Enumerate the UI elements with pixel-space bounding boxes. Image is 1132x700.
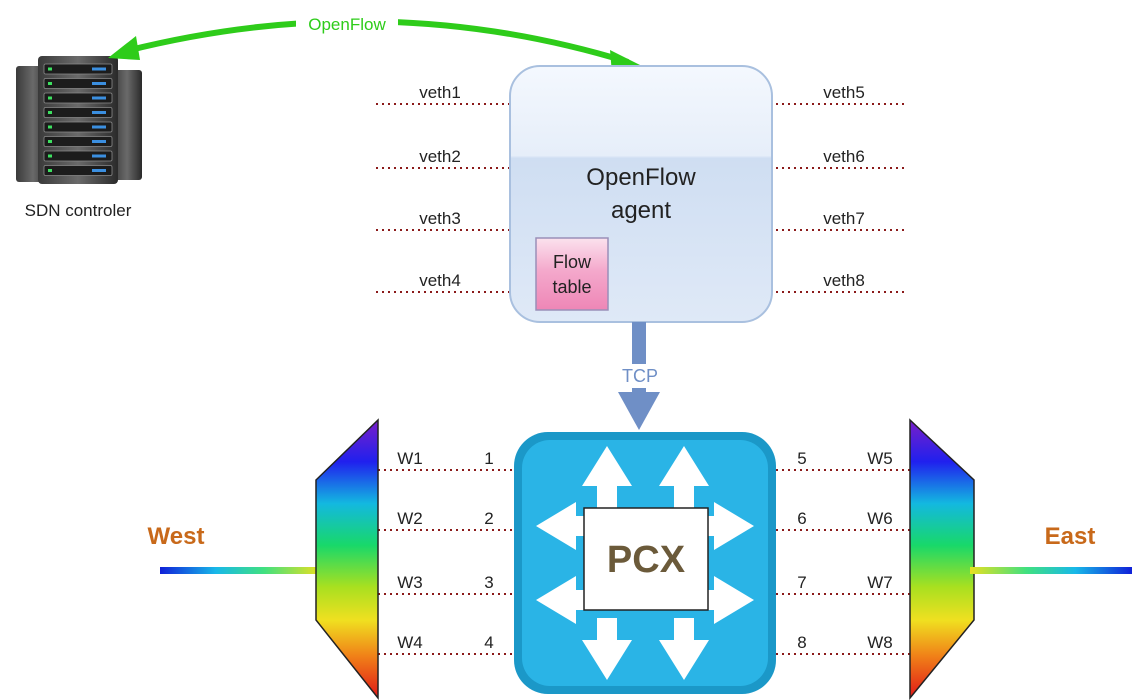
tcp-arrowhead bbox=[618, 392, 660, 430]
flow-table-label-line1: Flow bbox=[553, 252, 592, 272]
east-fiber bbox=[970, 567, 1132, 574]
west-label: West bbox=[148, 523, 205, 550]
agent-label-line1: OpenFlow bbox=[586, 164, 696, 191]
pcx-label-box bbox=[583, 507, 709, 611]
flow-table-box bbox=[535, 237, 609, 311]
wavelength-label-w1: W1 bbox=[397, 449, 423, 468]
wavelength-label-w2: W2 bbox=[397, 509, 423, 528]
flow-table-label-line2: table bbox=[552, 277, 591, 297]
wavelength-label-w5: W5 bbox=[867, 449, 893, 468]
veth-label-7: veth7 bbox=[823, 209, 865, 228]
wavelength-label-w8: W8 bbox=[867, 633, 893, 652]
east-mux-demux bbox=[909, 418, 975, 700]
server-rack-icon bbox=[16, 56, 142, 184]
tcp-label-bg bbox=[614, 364, 666, 388]
port-label-7: 7 bbox=[797, 573, 806, 592]
veth-label-1: veth1 bbox=[419, 83, 461, 102]
pcx-switch bbox=[514, 432, 776, 694]
pcx-label: PCX bbox=[607, 539, 686, 581]
openflow-label-bg bbox=[296, 12, 398, 36]
wavelength-label-w3: W3 bbox=[397, 573, 423, 592]
wavelength-label-w7: W7 bbox=[867, 573, 893, 592]
east-label: East bbox=[1045, 523, 1096, 550]
veth-label-6: veth6 bbox=[823, 147, 865, 166]
veth-label-2: veth2 bbox=[419, 147, 461, 166]
tcp-label: TCP bbox=[622, 366, 658, 386]
veth-label-5: veth5 bbox=[823, 83, 865, 102]
veth-label-4: veth4 bbox=[419, 271, 461, 290]
openflow-label: OpenFlow bbox=[308, 15, 386, 34]
port-lines bbox=[378, 469, 910, 655]
wavelength-label-w4: W4 bbox=[397, 633, 423, 652]
veth-label-3: veth3 bbox=[419, 209, 461, 228]
port-label-4: 4 bbox=[484, 633, 493, 652]
veth-lines bbox=[376, 103, 908, 293]
port-label-1: 1 bbox=[484, 449, 493, 468]
port-label-8: 8 bbox=[797, 633, 806, 652]
controller-label: SDN controler bbox=[25, 201, 132, 220]
port-label-3: 3 bbox=[484, 573, 493, 592]
veth-label-8: veth8 bbox=[823, 271, 865, 290]
openflow-arrowhead-left bbox=[108, 36, 140, 60]
port-label-2: 2 bbox=[484, 509, 493, 528]
port-label-6: 6 bbox=[797, 509, 806, 528]
west-mux-demux bbox=[315, 418, 379, 700]
agent-label-line2: agent bbox=[611, 197, 671, 224]
west-fiber bbox=[160, 567, 320, 574]
switch-arrows-icon bbox=[536, 446, 754, 680]
wavelength-label-w6: W6 bbox=[867, 509, 893, 528]
port-label-5: 5 bbox=[797, 449, 806, 468]
